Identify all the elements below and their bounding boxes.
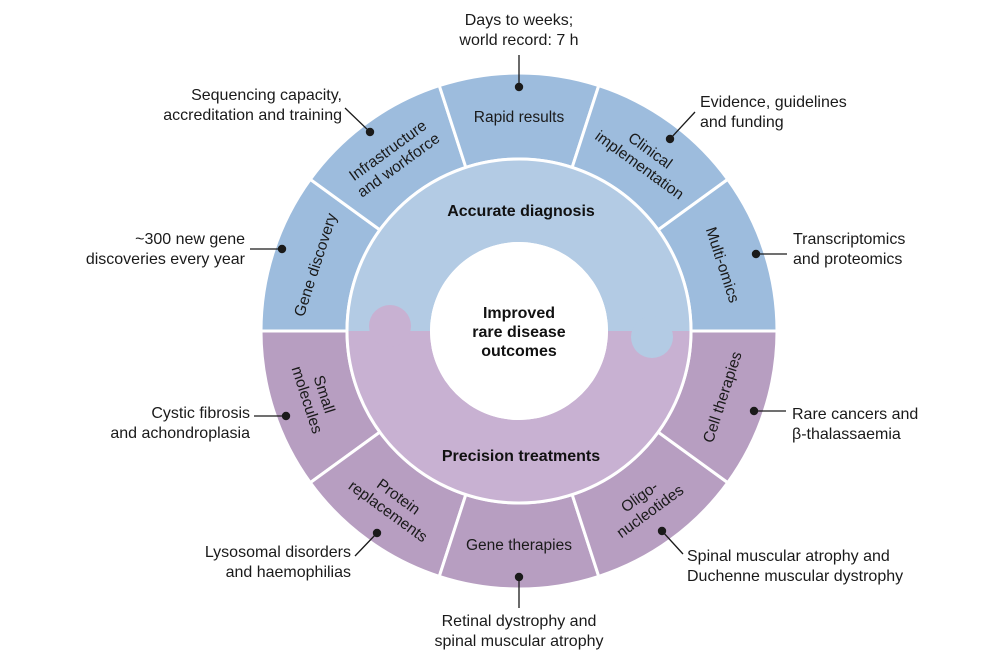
annotation-infrastructure: Sequencing capacity,accreditation and tr… (163, 87, 375, 137)
leader-dot (657, 526, 667, 536)
puzzle-tab-left (369, 305, 411, 347)
leader-dot (749, 406, 759, 416)
segment-label-gene-therapies: Gene therapies (466, 537, 572, 554)
center-title-line-3: outcomes (481, 343, 557, 360)
annotation-text: Days to weeks;world record: 7 h (458, 12, 578, 49)
precision-treatments-label: Precision treatments (442, 448, 600, 465)
leader-dot (372, 528, 382, 538)
leader-dot (514, 572, 524, 582)
leader-line (344, 107, 371, 133)
annotation-rapid-results: Days to weeks;world record: 7 h (458, 12, 579, 92)
leader-dot (665, 134, 675, 144)
center-title-line-2: rare disease (472, 324, 566, 341)
ring-divider (345, 157, 693, 505)
puzzle-tab-right (631, 316, 673, 358)
leader-dot (277, 244, 287, 254)
leader-dot (514, 82, 524, 92)
leader-dot (365, 127, 375, 137)
center-title-line-1: Improved (483, 305, 555, 322)
leader-dot (751, 249, 761, 259)
annotation-text: Sequencing capacity,accreditation and tr… (163, 87, 342, 124)
inner-diagnosis-half (347, 159, 691, 331)
leader-dot (281, 411, 291, 421)
leader-line (661, 530, 684, 555)
center-circle (430, 242, 608, 420)
leader-line (354, 532, 378, 557)
inner-ring (345, 157, 693, 505)
accurate-diagnosis-label: Accurate diagnosis (447, 203, 595, 220)
segment-label-rapid-results: Rapid results (474, 109, 565, 126)
inner-treatments-half (347, 331, 691, 503)
leader-line (669, 111, 696, 140)
